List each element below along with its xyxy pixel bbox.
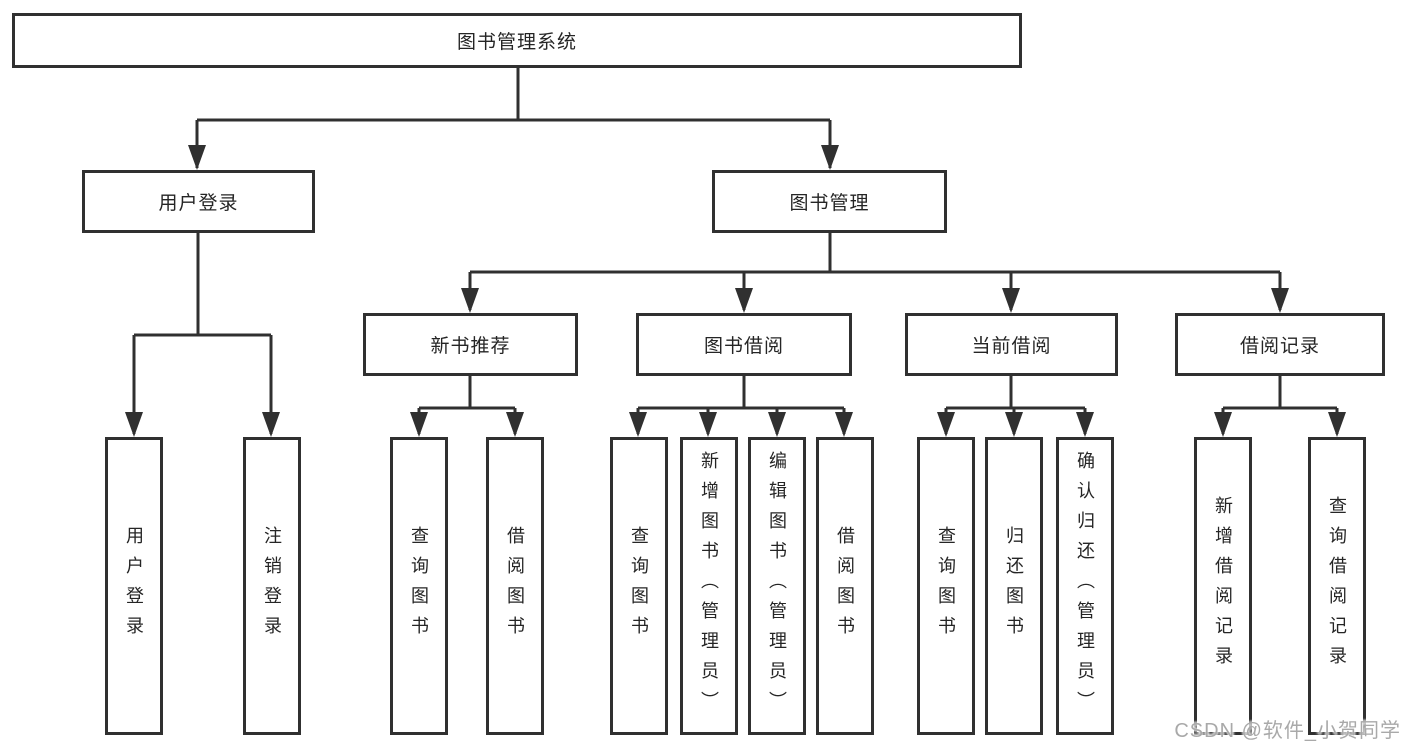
leaf-borrow-books-borrow: 借阅图书 bbox=[816, 437, 874, 735]
leaf-return-book: 归还图书 bbox=[985, 437, 1043, 735]
leaf-borrow-books-recommend: 借阅图书 bbox=[486, 437, 544, 735]
arrowhead-icon bbox=[1005, 412, 1023, 437]
arrowhead-icon bbox=[835, 412, 853, 437]
arrowhead-icon bbox=[629, 412, 647, 437]
arrowhead-icon bbox=[821, 145, 839, 170]
node-book-management: 图书管理 bbox=[712, 170, 947, 233]
arrowhead-icon bbox=[125, 412, 143, 437]
node-borrowing-records: 借阅记录 bbox=[1175, 313, 1385, 376]
node-current-borrowing: 当前借阅 bbox=[905, 313, 1118, 376]
leaf-query-borrow-record: 查询借阅记录 bbox=[1308, 437, 1366, 735]
arrowhead-icon bbox=[1214, 412, 1232, 437]
leaf-query-books-recommend: 查询图书 bbox=[390, 437, 448, 735]
arrowhead-icon bbox=[699, 412, 717, 437]
arrowhead-icon bbox=[461, 288, 479, 313]
arrowhead-icon bbox=[1002, 288, 1020, 313]
leaf-user-login: 用户登录 bbox=[105, 437, 163, 735]
leaf-edit-book-admin: 编辑图书（管理员） bbox=[748, 437, 806, 735]
leaf-add-borrow-record: 新增借阅记录 bbox=[1194, 437, 1252, 735]
arrowhead-icon bbox=[937, 412, 955, 437]
node-user-login-branch: 用户登录 bbox=[82, 170, 315, 233]
arrowhead-icon bbox=[1076, 412, 1094, 437]
leaf-confirm-return-admin: 确认归还（管理员） bbox=[1056, 437, 1114, 735]
arrowhead-icon bbox=[735, 288, 753, 313]
watermark: CSDN @软件_小贺同学 bbox=[1174, 720, 1401, 742]
node-new-book-recommendation: 新书推荐 bbox=[363, 313, 578, 376]
leaf-logout: 注销登录 bbox=[243, 437, 301, 735]
arrowhead-icon bbox=[262, 412, 280, 437]
connector-lines bbox=[132, 68, 1339, 434]
arrowhead-icon bbox=[188, 145, 206, 170]
arrowhead-icon bbox=[768, 412, 786, 437]
leaf-query-books-borrow: 查询图书 bbox=[610, 437, 668, 735]
leaf-query-books-current: 查询图书 bbox=[917, 437, 975, 735]
leaf-add-book-admin: 新增图书（管理员） bbox=[680, 437, 738, 735]
node-book-borrowing: 图书借阅 bbox=[636, 313, 852, 376]
node-book-management-system: 图书管理系统 bbox=[12, 13, 1022, 68]
arrowhead-icon bbox=[410, 412, 428, 437]
arrowhead-icon bbox=[506, 412, 524, 437]
arrowhead-icon bbox=[1328, 412, 1346, 437]
arrowhead-icon bbox=[1271, 288, 1289, 313]
